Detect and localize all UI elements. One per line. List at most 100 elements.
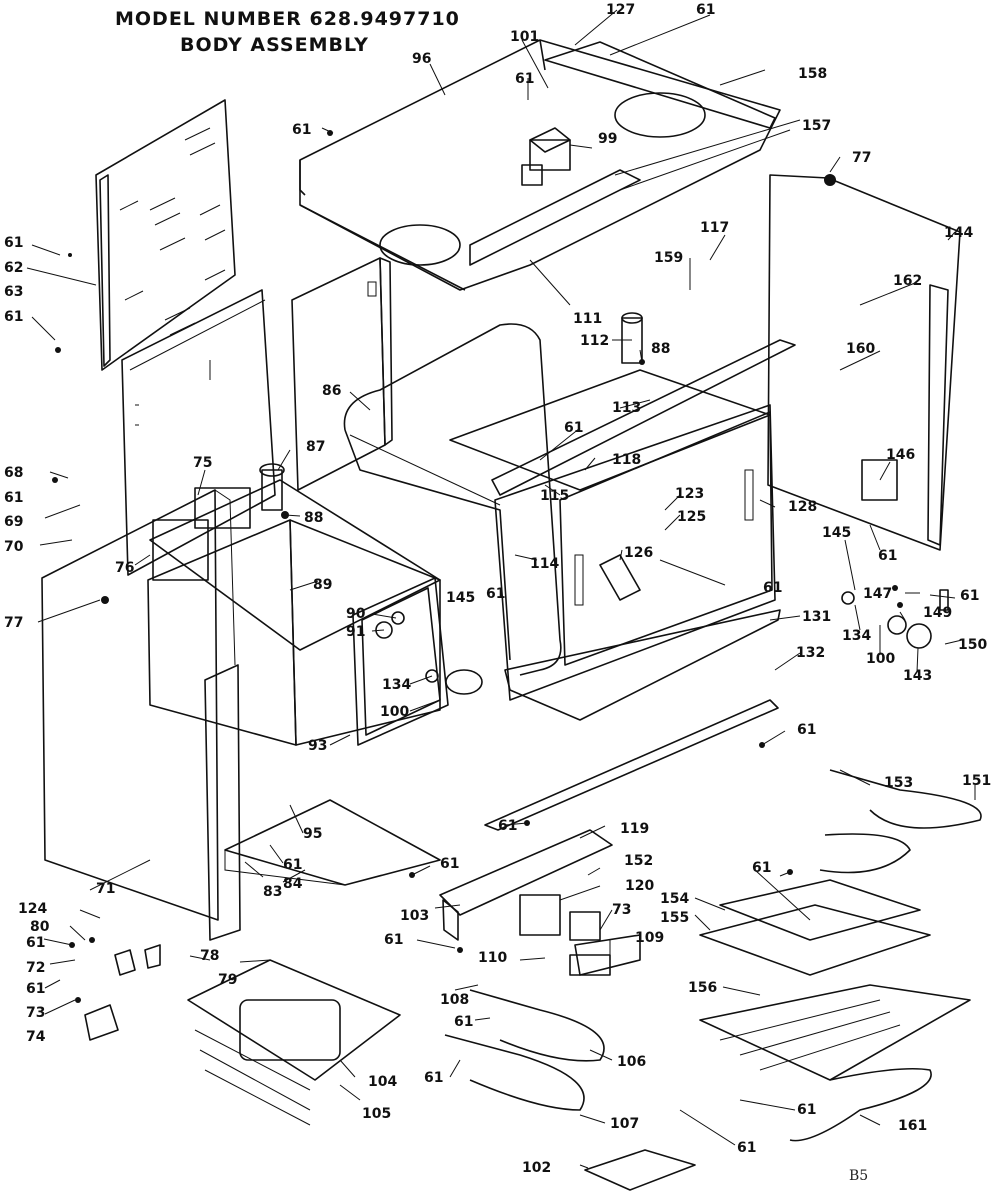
- bottom-plate: [584, 1149, 696, 1191]
- part-label: 84: [283, 876, 303, 892]
- rear-duct: [291, 257, 393, 491]
- part-label: 88: [304, 510, 323, 526]
- part-label: 77: [852, 150, 871, 166]
- rear-panel: [95, 99, 236, 371]
- part-label: 131: [802, 609, 831, 625]
- rear-top-rail: [544, 41, 776, 129]
- part-label: 83: [263, 884, 282, 900]
- part-label: 61: [878, 548, 897, 564]
- part-label: 101: [510, 29, 539, 45]
- part-label: 73: [26, 1005, 45, 1021]
- part-label: 100: [866, 651, 895, 667]
- part-label: 61: [737, 1140, 756, 1156]
- part-label: 104: [368, 1074, 397, 1090]
- part-label: 61: [283, 857, 302, 873]
- burner-box: [439, 829, 641, 976]
- part-number-labels: 61 62 63 61 68 61 69 70 77 75 76 87 88 8…: [4, 2, 991, 1176]
- part-label: 88: [651, 341, 670, 357]
- part-label: 78: [200, 948, 219, 964]
- part-label: 105: [362, 1106, 391, 1122]
- part-label: 109: [635, 930, 664, 946]
- front-top-rail: [491, 339, 796, 496]
- part-label: 147: [863, 586, 892, 602]
- upper-heating-element: [819, 769, 982, 874]
- model-number-title: MODEL NUMBER 628.9497710: [115, 8, 460, 30]
- part-label: 126: [624, 545, 653, 561]
- part-label: 61: [797, 1102, 816, 1118]
- part-label: 70: [4, 539, 24, 555]
- right-side-panel: [767, 174, 961, 551]
- part-label: 149: [923, 605, 952, 621]
- part-label: 112: [580, 333, 609, 349]
- part-label: 61: [564, 420, 583, 436]
- part-label: 125: [677, 509, 706, 525]
- part-label: 124: [18, 901, 47, 917]
- part-label: 74: [26, 1029, 46, 1045]
- part-label: 61: [26, 981, 45, 997]
- part-label: 61: [4, 235, 23, 251]
- oven-cavity: [343, 323, 562, 676]
- part-label: 61: [498, 818, 517, 834]
- part-label: 134: [382, 677, 411, 693]
- part-label: 61: [752, 860, 771, 876]
- part-label: 61: [292, 122, 311, 138]
- part-label: 145: [822, 525, 851, 541]
- lower-broiler-element: [444, 989, 605, 1111]
- part-label: 61: [960, 588, 979, 604]
- part-label: 161: [898, 1118, 927, 1134]
- part-label: 61: [515, 71, 534, 87]
- part-label: 61: [424, 1070, 443, 1086]
- page-code: B5: [849, 1168, 869, 1184]
- part-label: 107: [610, 1116, 639, 1132]
- part-label: 69: [4, 514, 23, 530]
- part-label: 123: [675, 486, 704, 502]
- oven-liner: [449, 369, 781, 721]
- top-wrapper-cover: [299, 39, 781, 291]
- part-label: 146: [886, 447, 915, 463]
- part-label: 99: [598, 131, 617, 147]
- part-label: 160: [846, 341, 875, 357]
- part-label: 61: [4, 309, 23, 325]
- part-label: 110: [478, 950, 507, 966]
- part-label: 75: [193, 455, 212, 471]
- part-label: 61: [454, 1014, 473, 1030]
- cabinet-side-wall: [41, 489, 241, 941]
- center-support-bracket: [521, 127, 571, 186]
- part-label: 114: [530, 556, 559, 572]
- leader-lines: [26, 9, 976, 1169]
- center-post-assembly: [621, 312, 643, 364]
- part-label: 154: [660, 891, 689, 907]
- part-label: 162: [893, 273, 922, 289]
- bottom-front-strip: [484, 699, 779, 831]
- part-label: 61: [763, 580, 782, 596]
- part-label: 61: [440, 856, 459, 872]
- part-label: 118: [612, 452, 641, 468]
- part-label: 62: [4, 260, 23, 276]
- part-label: 157: [802, 118, 831, 134]
- side-panel-left: [121, 289, 276, 576]
- part-label: 117: [700, 220, 729, 236]
- part-label: 79: [218, 972, 237, 988]
- part-label: 68: [4, 465, 23, 481]
- part-label: 90: [346, 606, 366, 622]
- part-label: 89: [313, 577, 332, 593]
- assembly-title: BODY ASSEMBLY: [180, 34, 369, 56]
- part-label: 152: [624, 853, 653, 869]
- part-label: 61: [696, 2, 715, 18]
- part-label: 100: [380, 704, 409, 720]
- part-label: 128: [788, 499, 817, 515]
- part-label: 71: [96, 881, 115, 897]
- oven-rack-trays: [699, 879, 971, 1142]
- part-label: 143: [903, 668, 932, 684]
- part-label: 102: [522, 1160, 551, 1176]
- part-label: 155: [660, 910, 689, 926]
- part-label: 93: [308, 738, 327, 754]
- part-label: 132: [796, 645, 825, 661]
- part-label: 91: [346, 624, 365, 640]
- transformer-housing: [147, 463, 441, 746]
- part-label: 72: [26, 960, 45, 976]
- part-label: 145: [446, 590, 475, 606]
- part-label: 73: [612, 902, 631, 918]
- part-label: 61: [486, 586, 505, 602]
